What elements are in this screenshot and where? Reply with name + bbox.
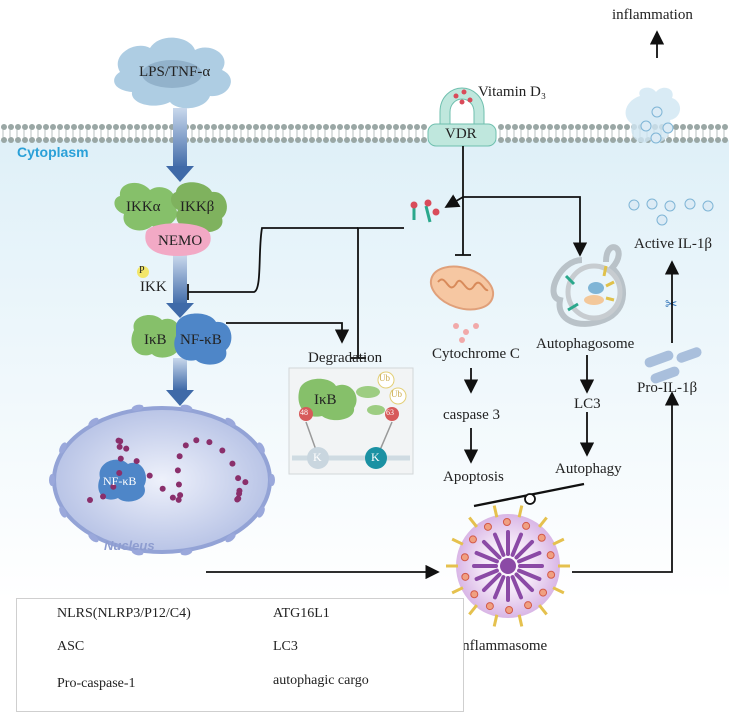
apoptosis-autophagy-balance	[473, 482, 585, 508]
lc3-label: LC3	[574, 396, 601, 412]
k63-label: 63	[386, 408, 394, 417]
pro-il1b-label: Pro-IL-1β	[637, 380, 698, 396]
il1b-release	[625, 87, 681, 144]
ikk-label: IKK	[140, 279, 167, 295]
nucleus-label: Nucleus	[104, 538, 155, 553]
degradation-label: Degradation	[308, 350, 383, 366]
cytochrome-c-label: Cytochrome C	[432, 346, 520, 362]
nucleus	[52, 406, 272, 554]
apoptosis-label: Apoptosis	[443, 469, 504, 485]
degradation-box	[288, 367, 414, 475]
pro-il1b-capsules	[644, 347, 702, 384]
autophagosome-label: Autophagosome	[536, 336, 635, 352]
lps-tnf-label: LPS/TNF-α	[139, 64, 211, 80]
pathway-lines	[187, 146, 680, 580]
phospho-icon	[137, 266, 149, 278]
active-il1b-label: Active IL-1β	[634, 236, 713, 252]
vdr-complex-icon	[410, 199, 440, 223]
nuclear-pores	[49, 404, 275, 556]
autophagy-label: Autophagy	[555, 461, 622, 477]
k-label-b: K	[371, 450, 380, 464]
inflammasome	[446, 505, 570, 627]
legend-item-asc: ASC	[57, 639, 85, 654]
vdr-label: VDR	[445, 126, 477, 142]
ikk-complex	[114, 182, 227, 256]
ub-label-2: Ub	[391, 389, 402, 399]
ikb-label: IκB	[144, 332, 167, 348]
vitamin-d3-label: Vitamin D₃	[478, 84, 547, 100]
lps-tnf-ligand	[114, 37, 231, 109]
signal-flow-arrows	[166, 108, 194, 406]
vdr-receptor	[427, 87, 497, 147]
nfkb-label: NF-κB	[180, 332, 222, 348]
ikb-nfkb-complex	[131, 313, 232, 365]
degradation-ikb-label: IκB	[314, 392, 337, 408]
active-il1b-particles	[628, 198, 714, 226]
caspase3-label: caspase 3	[443, 407, 501, 423]
cell-membrane	[1, 124, 728, 143]
inflammation-label: inflammation	[612, 7, 693, 23]
legend-item-nlrs: NLRS(NLRP3/P12/C4)	[57, 606, 191, 621]
legend-item-cargo: autophagic cargo	[273, 673, 369, 688]
legend-item-lc3: LC3	[273, 639, 298, 654]
legend: NLRS(NLRP3/P12/C4) ATG16L1 ASC LC3 Pro-c…	[16, 598, 464, 712]
autophagosome	[550, 244, 626, 327]
ikk-beta-label: IKKβ	[180, 199, 215, 215]
ikk-alpha-label: IKKα	[126, 199, 161, 215]
mitochondrion	[429, 265, 495, 343]
phospho-label: P	[139, 265, 145, 276]
k48-label: 48	[300, 408, 308, 417]
inflammasome-label: inflammasome	[458, 638, 548, 654]
nemo-label: NEMO	[158, 233, 203, 249]
cytoplasm-label: Cytoplasm	[17, 144, 89, 160]
legend-item-pro-caspase: Pro-caspase-1	[57, 676, 136, 691]
legend-item-atg16l1: ATG16L1	[273, 606, 330, 621]
ub-label-1: Ub	[379, 373, 390, 383]
k-label-a: K	[313, 450, 322, 464]
nucleus-nfkb-label: NF-κB	[103, 474, 137, 488]
